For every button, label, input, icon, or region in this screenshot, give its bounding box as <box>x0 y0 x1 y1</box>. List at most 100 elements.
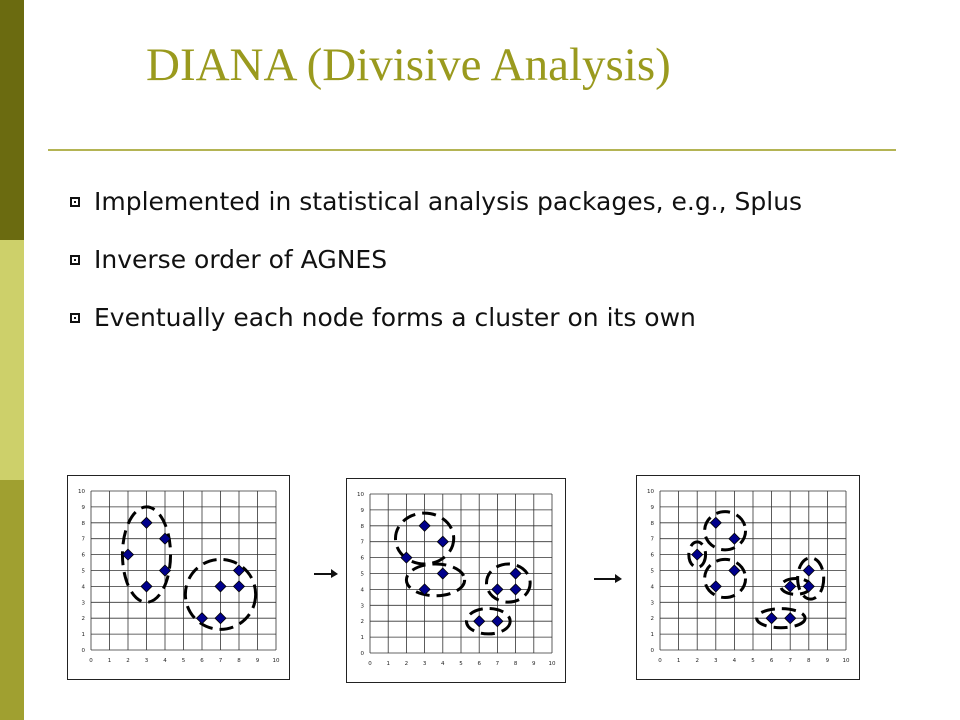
x-tick-label: 7 <box>496 661 500 667</box>
cluster-ellipse <box>687 540 708 569</box>
data-point <box>214 612 227 625</box>
arrow-right-icon <box>314 569 338 578</box>
y-tick-label: 0 <box>82 648 86 654</box>
cluster-ellipse <box>703 557 748 600</box>
y-tick-label: 10 <box>357 492 364 498</box>
chart-frame <box>346 478 566 683</box>
data-point <box>140 516 153 529</box>
y-tick-label: 4 <box>82 584 86 590</box>
x-tick-label: 2 <box>695 658 699 664</box>
data-point <box>158 564 172 577</box>
sidebar-decoration <box>0 0 24 720</box>
data-point <box>509 583 522 596</box>
y-tick-label: 5 <box>361 572 365 578</box>
y-tick-label: 2 <box>82 616 86 622</box>
y-tick-label: 7 <box>361 540 365 546</box>
data-point <box>436 535 449 548</box>
page-title: DIANA (Divisive Analysis) <box>146 39 671 91</box>
x-tick-label: 4 <box>441 661 445 667</box>
data-point <box>418 519 431 532</box>
x-tick-label: 2 <box>405 661 409 667</box>
x-tick-label: 1 <box>108 658 112 664</box>
data-point <box>691 548 704 561</box>
x-tick-label: 8 <box>514 661 518 667</box>
y-tick-label: 2 <box>651 616 655 622</box>
data-point <box>491 583 504 596</box>
data-point <box>214 580 227 593</box>
data-point <box>728 564 741 577</box>
sidebar-segment-top <box>0 0 24 240</box>
x-tick-label: 0 <box>658 658 662 664</box>
x-tick-label: 10 <box>549 661 556 667</box>
y-tick-label: 1 <box>82 632 86 638</box>
bullet-item: Inverse order of AGNES <box>70 243 930 277</box>
x-tick-label: 3 <box>145 658 149 664</box>
x-tick-label: 2 <box>126 658 130 664</box>
cluster-ellipse <box>755 607 807 630</box>
y-tick-label: 0 <box>651 648 655 654</box>
x-tick-label: 9 <box>532 661 536 667</box>
x-tick-label: 3 <box>423 661 427 667</box>
y-tick-label: 9 <box>651 505 655 511</box>
y-tick-label: 9 <box>82 505 86 511</box>
cluster-ellipse <box>464 606 512 636</box>
x-tick-label: 4 <box>733 658 737 664</box>
x-tick-label: 8 <box>237 658 241 664</box>
y-tick-label: 10 <box>647 489 654 495</box>
chart-frame <box>67 475 290 680</box>
title-divider <box>48 149 896 151</box>
y-tick-label: 8 <box>361 524 365 530</box>
x-tick-label: 4 <box>163 658 167 664</box>
x-tick-label: 10 <box>273 658 280 664</box>
data-point <box>802 580 815 593</box>
data-point <box>232 564 246 577</box>
y-tick-label: 6 <box>651 553 655 559</box>
data-point <box>491 615 504 628</box>
y-tick-label: 8 <box>82 521 86 527</box>
x-tick-label: 9 <box>826 658 830 664</box>
data-point <box>709 516 722 529</box>
y-tick-label: 5 <box>82 569 86 575</box>
cluster-ellipse <box>484 562 532 604</box>
bullet-text: Implemented in statistical analysis pack… <box>94 187 803 216</box>
x-tick-label: 5 <box>751 658 755 664</box>
sidebar-segment-bottom <box>0 480 24 720</box>
y-tick-label: 3 <box>361 603 365 609</box>
x-tick-label: 8 <box>807 658 811 664</box>
arrow-right-icon <box>594 574 622 583</box>
data-point <box>121 548 135 561</box>
data-point <box>158 532 172 545</box>
y-tick-label: 10 <box>78 489 85 495</box>
square-bullet-icon <box>70 255 80 265</box>
bullet-item: Eventually each node forms a cluster on … <box>70 301 930 335</box>
y-tick-label: 4 <box>361 587 365 593</box>
data-point <box>232 580 246 593</box>
sidebar-segment-middle <box>0 240 24 480</box>
x-tick-label: 6 <box>200 658 204 664</box>
y-tick-label: 7 <box>651 537 655 543</box>
x-tick-label: 9 <box>256 658 260 664</box>
y-tick-label: 1 <box>361 635 365 641</box>
data-point <box>473 615 486 628</box>
bullet-item: Implemented in statistical analysis pack… <box>70 185 930 219</box>
y-tick-label: 5 <box>651 569 655 575</box>
data-point <box>802 564 815 577</box>
square-bullet-icon <box>70 313 80 323</box>
y-tick-label: 6 <box>82 553 86 559</box>
square-bullet-icon <box>70 197 80 207</box>
x-tick-label: 10 <box>843 658 850 664</box>
data-point <box>400 551 413 564</box>
cluster-ellipse <box>183 557 258 631</box>
data-point <box>436 567 449 580</box>
data-point <box>784 612 797 625</box>
data-point <box>765 612 778 625</box>
bullet-text: Eventually each node forms a cluster on … <box>94 303 696 332</box>
cluster-ellipse <box>703 510 748 552</box>
bullet-text: Inverse order of AGNES <box>94 245 388 274</box>
y-tick-label: 9 <box>361 508 365 514</box>
